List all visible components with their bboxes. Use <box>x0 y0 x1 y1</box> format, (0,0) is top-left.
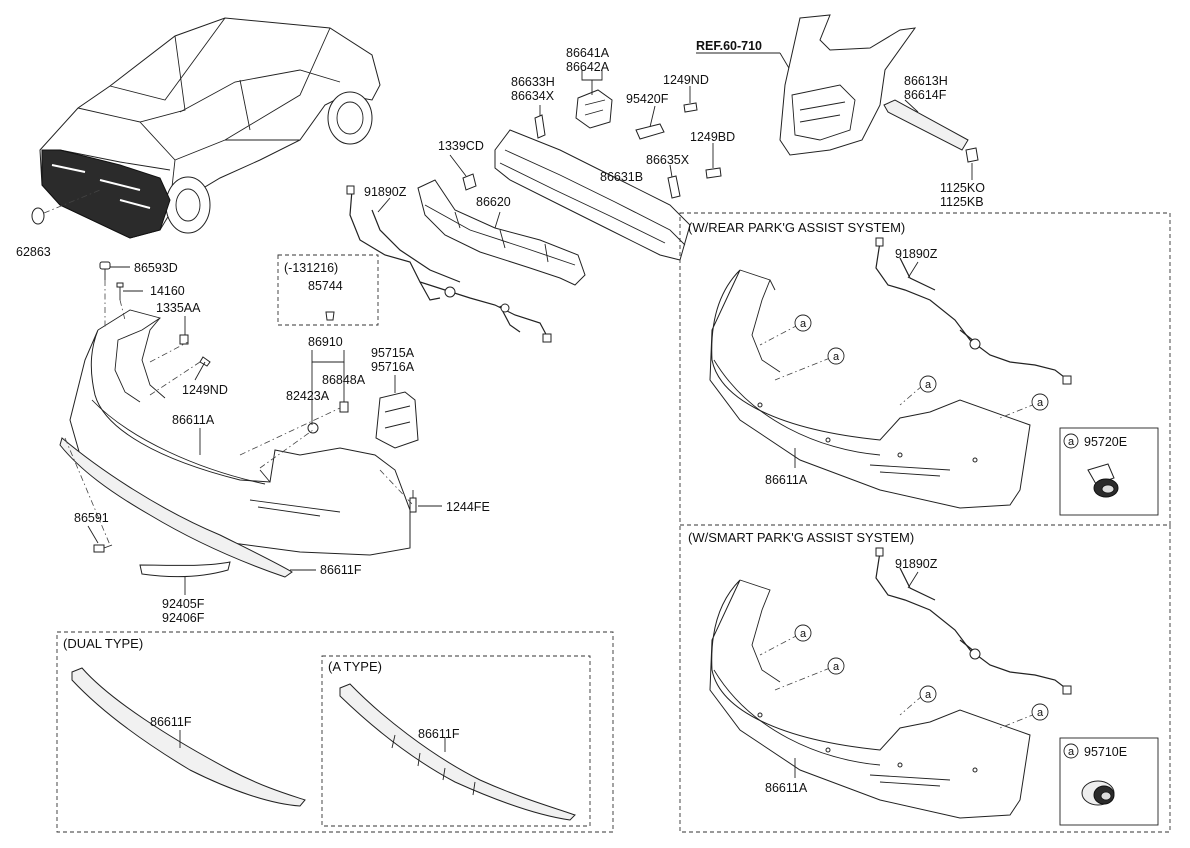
label-86611A-main: 86611A <box>172 413 215 427</box>
smart-parking-box <box>679 524 1171 833</box>
smart-callout-1-text: a <box>800 628 807 640</box>
harness-main <box>346 185 552 343</box>
label-85744: 85744 <box>308 279 343 293</box>
smart-callout-4 <box>1031 703 1049 721</box>
rear-harness <box>875 237 1072 385</box>
side-bracket <box>883 99 969 151</box>
ref-label: REF.60-710 <box>696 39 762 53</box>
label-1244FE: 1244FE <box>446 500 490 514</box>
label-86642A: 86642A <box>566 60 610 74</box>
smart-callout-4-text: a <box>1037 707 1044 719</box>
smart-harness-label: 91890Z <box>895 557 938 571</box>
smart-bumper-label: 86611A <box>765 781 808 795</box>
smart-parking-title: (W/SMART PARK'G ASSIST SYSTEM) <box>688 530 914 545</box>
label-1125KO: 1125KO <box>940 181 985 195</box>
a-type-box <box>321 655 591 827</box>
label-86593D: 86593D <box>134 261 178 275</box>
cap-62863 <box>31 207 45 225</box>
label-91890Z-main: 91890Z <box>364 185 407 199</box>
smart-callout-2-text: a <box>833 661 840 673</box>
label-1249BD: 1249BD <box>690 130 735 144</box>
rear-bumper <box>709 269 1031 509</box>
rear-callout-2-text: a <box>833 351 840 363</box>
label-1335AA: 1335AA <box>156 301 201 315</box>
rear-callout-1-text: a <box>800 318 807 330</box>
main-bumper-group <box>59 261 419 578</box>
a-type-lip <box>339 683 576 821</box>
rear-callout-4 <box>1031 393 1049 411</box>
smart-harness <box>875 547 1072 695</box>
rear-callout-3 <box>919 375 937 393</box>
smart-callout-2 <box>827 657 845 675</box>
label-14160: 14160 <box>150 284 185 298</box>
rear-sensor-icon <box>1087 463 1119 498</box>
rear-callout-2 <box>827 347 845 365</box>
a-type-title: (A TYPE) <box>328 659 382 674</box>
label-1249ND-left: 1249ND <box>182 383 228 397</box>
rear-sensor-callout <box>1063 433 1079 449</box>
rear-callout-1 <box>794 314 812 332</box>
label-86641A: 86641A <box>566 46 610 60</box>
rear-sensor-callout-text: a <box>1068 436 1075 448</box>
dual-type-part-label: 86611F <box>150 715 192 729</box>
rear-harness-label: 91890Z <box>895 247 938 261</box>
dual-type-title: (DUAL TYPE) <box>63 636 143 651</box>
smart-bumper <box>709 579 1031 819</box>
label-86910: 86910 <box>308 335 343 349</box>
label-1339CD: 1339CD <box>438 139 484 153</box>
rear-parking-title: (W/REAR PARK'G ASSIST SYSTEM) <box>688 220 905 235</box>
dual-type-lip <box>71 667 306 807</box>
label-86614F: 86614F <box>904 88 947 102</box>
label-86848A: 86848A <box>322 373 366 387</box>
label-86634X: 86634X <box>511 89 555 103</box>
label-131216: (-131216) <box>284 261 338 275</box>
label-95420F: 95420F <box>626 92 669 106</box>
label-95715A: 95715A <box>371 346 415 360</box>
label-86591: 86591 <box>74 511 109 525</box>
label-86633H: 86633H <box>511 75 555 89</box>
reference-body-panel <box>779 14 917 156</box>
smart-sensor-callout <box>1063 743 1079 759</box>
label-86611F-main: 86611F <box>320 563 362 577</box>
smart-callout-3-text: a <box>925 689 932 701</box>
label-86631B: 86631B <box>600 170 643 184</box>
variant-box-131216 <box>277 254 379 326</box>
rear-bumper-label: 86611A <box>765 473 808 487</box>
smart-sensor-callout-text: a <box>1068 746 1075 758</box>
smart-callout-3 <box>919 685 937 703</box>
smart-sensor-label: 95710E <box>1084 745 1127 759</box>
label-62863: 62863 <box>16 245 51 259</box>
smart-callout-1 <box>794 624 812 642</box>
bumper-beam <box>494 129 691 261</box>
label-95716A: 95716A <box>371 360 415 374</box>
energy-absorber <box>417 179 586 286</box>
label-1125KB: 1125KB <box>940 195 984 209</box>
label-86620: 86620 <box>476 195 511 209</box>
rear-callout-3-text: a <box>925 379 932 391</box>
smart-sensor-icon <box>1081 780 1115 806</box>
label-82423A: 82423A <box>286 389 330 403</box>
rear-callout-4-text: a <box>1037 397 1044 409</box>
label-86613H: 86613H <box>904 74 948 88</box>
a-type-part-label: 86611F <box>418 727 460 741</box>
vehicle-illustration <box>39 17 381 239</box>
label-86635X: 86635X <box>646 153 690 167</box>
label-92406F: 92406F <box>162 611 205 625</box>
label-1249ND-right: 1249ND <box>663 73 709 87</box>
label-92405F: 92405F <box>162 597 205 611</box>
rear-sensor-label: 95720E <box>1084 435 1127 449</box>
